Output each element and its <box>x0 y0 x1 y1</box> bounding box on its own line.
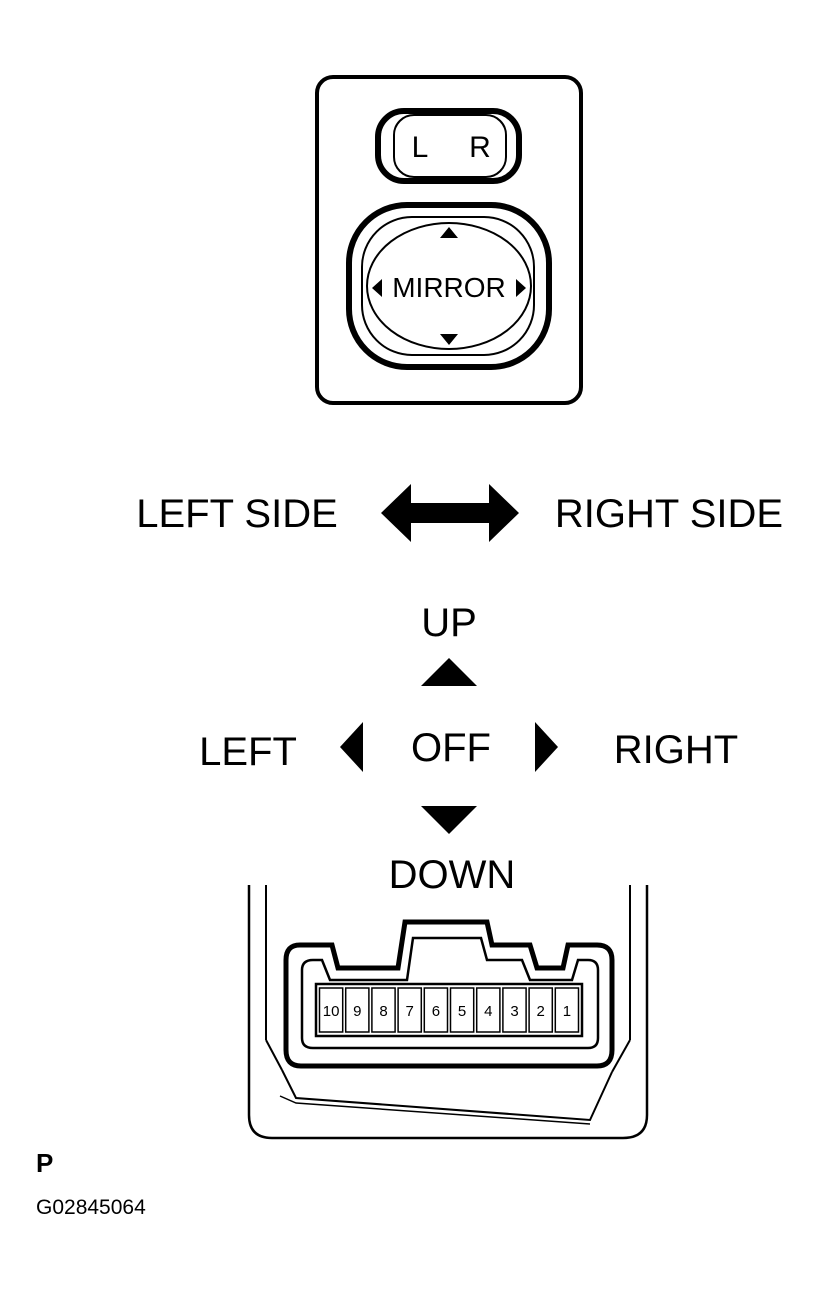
pin-cell <box>397 987 423 1033</box>
knob-label: MIRROR <box>392 272 506 303</box>
pin-cell <box>502 987 527 1033</box>
pin-label: 10 <box>323 1003 340 1020</box>
double-arrow-icon <box>381 484 519 542</box>
connector: 10 9 8 7 6 5 4 3 2 1 <box>247 885 649 1140</box>
right-label: RIGHT <box>614 728 738 772</box>
down-arrow-icon <box>421 806 477 834</box>
knob-up-arrow-icon <box>440 227 458 238</box>
up-arrow-icon <box>421 658 477 686</box>
left-side-label: LEFT SIDE <box>136 492 338 536</box>
pin-label: 8 <box>379 1003 387 1020</box>
off-label: OFF <box>411 726 491 770</box>
knob-left-arrow-icon <box>372 279 382 297</box>
up-label: UP <box>421 601 477 645</box>
pin-cell <box>344 987 370 1033</box>
pin-label: 1 <box>563 1003 571 1020</box>
mirror-switch: L R MIRROR <box>315 75 583 405</box>
pin-label: 9 <box>353 1003 361 1020</box>
pin-cell <box>449 987 475 1033</box>
down-label: DOWN <box>389 853 516 897</box>
pin-cell <box>528 987 554 1033</box>
connector-pins: 10 9 8 7 6 5 4 3 2 1 <box>318 987 580 1033</box>
selector-left-label: L <box>412 131 429 164</box>
pin-label: 7 <box>406 1003 414 1020</box>
lr-selector-inner <box>393 114 507 178</box>
pin-cell <box>554 987 580 1033</box>
knob-down-arrow-icon <box>440 334 458 345</box>
connector-skirt <box>281 1069 613 1122</box>
knob-right-arrow-icon <box>516 279 526 297</box>
view-letter: P <box>36 1148 53 1178</box>
pin-label: 5 <box>458 1003 466 1020</box>
right-side-label: RIGHT SIDE <box>555 492 783 536</box>
pin-label: 4 <box>484 1003 492 1020</box>
connector-body <box>247 885 649 1140</box>
pin-label: 3 <box>510 1003 518 1020</box>
left-arrow-icon <box>340 722 363 772</box>
direction-legend: UP LEFT OFF RIGHT DOWN <box>199 601 738 897</box>
selector-right-label: R <box>469 131 491 164</box>
pin-cell <box>318 987 344 1033</box>
left-label: LEFT <box>199 730 297 774</box>
side-select-legend: LEFT SIDE RIGHT SIDE <box>136 484 783 542</box>
pin-label: 6 <box>432 1003 440 1020</box>
right-arrow-icon <box>535 722 558 772</box>
mirror-adjust-knob[interactable]: MIRROR <box>346 202 552 370</box>
lr-selector-switch[interactable]: L R <box>375 108 522 184</box>
pin-cell <box>423 987 449 1033</box>
figure-id: G02845064 <box>36 1196 146 1219</box>
pin-cell <box>371 987 396 1033</box>
pin-label: 2 <box>537 1003 545 1020</box>
knob-pad <box>366 222 532 350</box>
pin-cell <box>475 987 501 1033</box>
